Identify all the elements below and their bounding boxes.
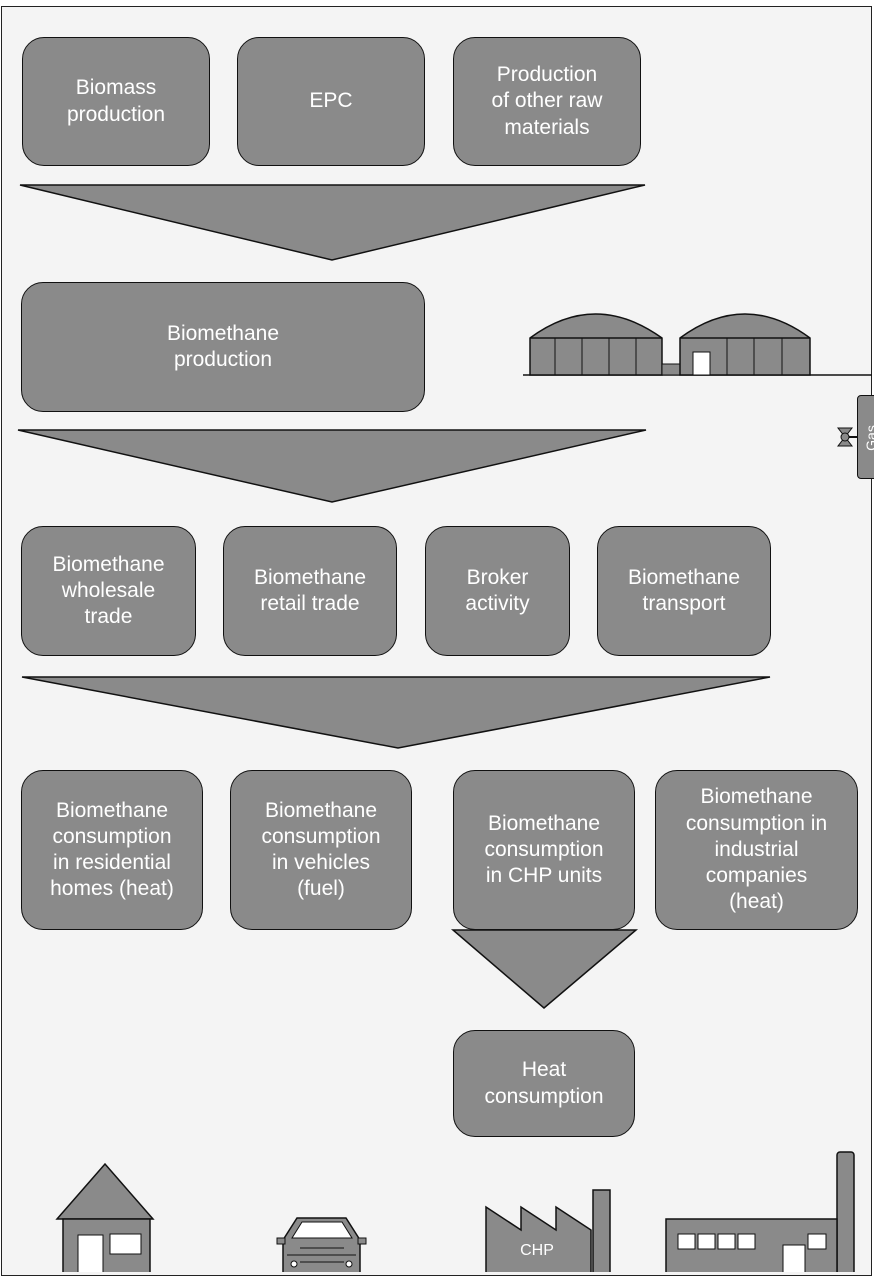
- chp-label: CHP: [520, 1242, 554, 1259]
- node-heat-consumption: Heat consumption: [453, 1030, 635, 1137]
- node-wholesale-trade: Biomethane wholesale trade: [21, 526, 196, 656]
- node-consumption-chp: Biomethane consumption in CHP units: [453, 770, 635, 930]
- arrow-stage2: [17, 429, 647, 503]
- node-consumption-industrial: Biomethane consumption in industrial com…: [655, 770, 858, 930]
- node-broker-activity: Broker activity: [425, 526, 570, 656]
- gas-valve-icon: [836, 427, 858, 447]
- gas-label: Gas: [863, 425, 874, 451]
- node-biomass-production: Biomass production: [22, 37, 210, 166]
- node-biomethane-transport: Biomethane transport: [597, 526, 771, 656]
- arrow-stage4: [450, 929, 639, 1009]
- chp-factory-icon: [485, 1189, 611, 1272]
- node-consumption-residential: Biomethane consumption in residential ho…: [21, 770, 203, 930]
- car-icon: [276, 1217, 367, 1272]
- node-biomethane-production: Biomethane production: [21, 282, 425, 412]
- arrow-stage1: [19, 184, 646, 261]
- node-consumption-vehicles: Biomethane consumption in vehicles (fuel…: [230, 770, 412, 930]
- node-epc: EPC: [237, 37, 425, 166]
- gas-connector-tab: [857, 395, 874, 479]
- biogas-plant-icon: [523, 313, 872, 376]
- industrial-factory-icon: [665, 1151, 855, 1272]
- house-icon: [55, 1162, 155, 1272]
- node-other-raw-materials: Production of other raw materials: [453, 37, 641, 166]
- arrow-stage3: [21, 676, 771, 749]
- node-retail-trade: Biomethane retail trade: [223, 526, 397, 656]
